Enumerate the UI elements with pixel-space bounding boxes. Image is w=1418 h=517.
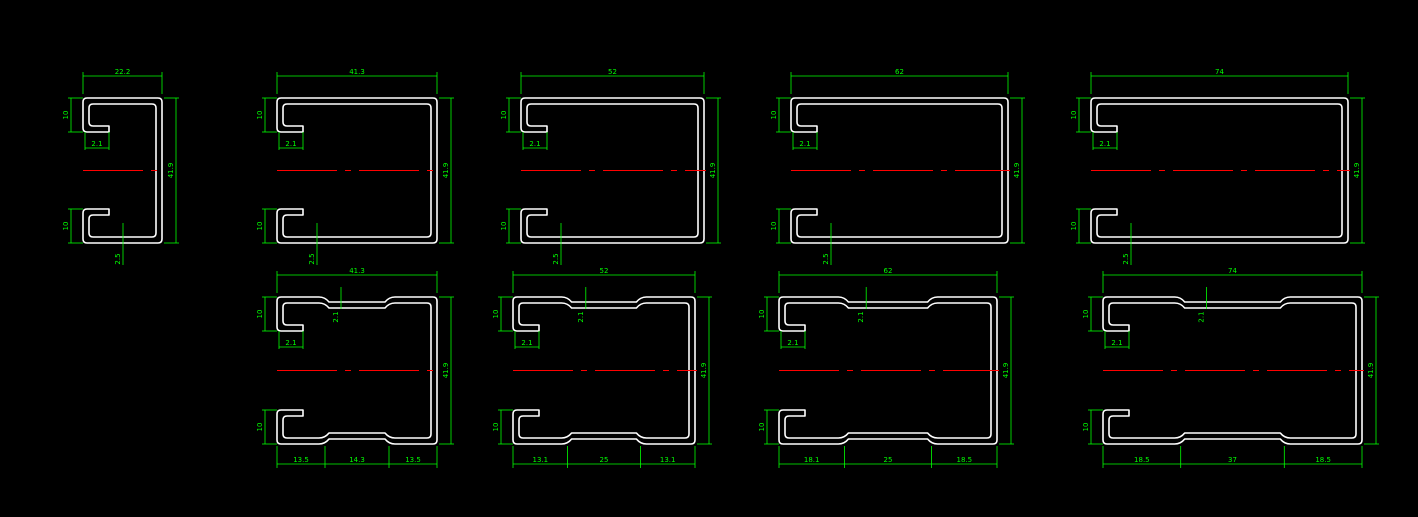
dim-lip-top-text: 10 xyxy=(1082,310,1090,319)
dim-height-text: 41.9 xyxy=(167,163,175,179)
dim-thickness-text: 2.5 xyxy=(552,253,560,264)
dim-seg-left-text: 18.5 xyxy=(1134,456,1150,464)
dim-return-text: 2.1 xyxy=(1099,140,1110,148)
profile-p6: 41.3 41.9 10 10 2.1 2.1 13.5 14.3 13.5 xyxy=(256,267,454,468)
channel-profile-outline xyxy=(512,296,696,445)
channel-profile-outline xyxy=(1090,97,1349,244)
dim-return-text: 2.1 xyxy=(285,339,296,347)
dim-seg-left-text: 13.5 xyxy=(293,456,309,464)
dim-lip-bot-text: 10 xyxy=(492,423,500,432)
channel-profile-outline xyxy=(276,97,438,244)
channel-profile-outline xyxy=(520,97,705,244)
dim-seg-mid-text: 37 xyxy=(1228,456,1237,464)
dim-height-text: 41.9 xyxy=(442,363,450,379)
dim-return-text: 2.1 xyxy=(1111,339,1122,347)
channel-profile-outline xyxy=(276,296,438,445)
dim-height-text: 41.9 xyxy=(1353,163,1361,179)
dim-height-text: 41.9 xyxy=(1367,363,1375,379)
dim-width-text: 52 xyxy=(600,267,609,275)
dim-lip-top-text: 10 xyxy=(256,310,264,319)
dim-groove-text: 2.1 xyxy=(1198,311,1206,322)
dim-width-text: 74 xyxy=(1228,267,1237,275)
dim-seg-left-text: 18.1 xyxy=(804,456,820,464)
dim-groove-text: 2.1 xyxy=(332,311,340,322)
dim-lip-top-text: 10 xyxy=(500,111,508,120)
dim-seg-mid-text: 25 xyxy=(600,456,609,464)
dim-return-text: 2.1 xyxy=(529,140,540,148)
profile-p9: 74 41.9 10 10 2.1 2.1 18.5 37 18.5 xyxy=(1082,267,1379,468)
dim-seg-right-text: 18.5 xyxy=(957,456,973,464)
dim-seg-right-text: 13.5 xyxy=(405,456,421,464)
dim-seg-mid-text: 14.3 xyxy=(349,456,365,464)
dim-lip-bot-text: 10 xyxy=(500,222,508,231)
dim-seg-right-text: 13.1 xyxy=(660,456,676,464)
dim-height-text: 41.9 xyxy=(1002,363,1010,379)
channel-profile-outline xyxy=(790,97,1009,244)
dim-lip-bot-text: 10 xyxy=(1070,222,1078,231)
profile-p1: 22.2 41.9 10 10 2.1 2.5 xyxy=(62,68,179,265)
dim-return-text: 2.1 xyxy=(787,339,798,347)
dim-height-text: 41.9 xyxy=(700,363,708,379)
dim-groove-text: 2.1 xyxy=(857,311,865,322)
dim-seg-left-text: 13.1 xyxy=(533,456,549,464)
profile-p8: 62 41.9 10 10 2.1 2.1 18.1 25 18.5 xyxy=(758,267,1014,468)
dim-groove-text: 2.1 xyxy=(577,311,585,322)
profile-p5: 74 41.9 10 10 2.1 2.5 xyxy=(1070,68,1365,265)
dim-lip-bot-text: 10 xyxy=(256,222,264,231)
dim-height-text: 41.9 xyxy=(709,163,717,179)
dim-width-text: 41.3 xyxy=(349,68,365,76)
dim-lip-top-text: 10 xyxy=(770,111,778,120)
dim-seg-mid-text: 25 xyxy=(884,456,893,464)
dim-thickness-text: 2.5 xyxy=(308,253,316,264)
dim-lip-top-text: 10 xyxy=(492,310,500,319)
dim-return-text: 2.1 xyxy=(521,339,532,347)
dim-lip-bot-text: 10 xyxy=(1082,423,1090,432)
channel-profile-outline xyxy=(1102,296,1363,445)
dim-return-text: 2.1 xyxy=(285,140,296,148)
dim-lip-top-text: 10 xyxy=(1070,111,1078,120)
dim-width-text: 74 xyxy=(1215,68,1224,76)
dim-return-text: 2.1 xyxy=(91,140,102,148)
dim-lip-top-text: 10 xyxy=(62,111,70,120)
channel-profile-outline xyxy=(778,296,998,445)
dim-lip-bot-text: 10 xyxy=(758,423,766,432)
dim-seg-right-text: 18.5 xyxy=(1315,456,1331,464)
dim-thickness-text: 2.5 xyxy=(114,253,122,264)
dim-height-text: 41.9 xyxy=(1013,163,1021,179)
dim-return-text: 2.1 xyxy=(799,140,810,148)
dim-width-text: 52 xyxy=(608,68,617,76)
profile-p2: 41.3 41.9 10 10 2.1 2.5 xyxy=(256,68,454,265)
dim-thickness-text: 2.5 xyxy=(1122,253,1130,264)
dim-width-text: 62 xyxy=(884,267,893,275)
dim-height-text: 41.9 xyxy=(442,163,450,179)
dim-width-text: 41.3 xyxy=(349,267,365,275)
dim-thickness-text: 2.5 xyxy=(822,253,830,264)
dim-lip-bot-text: 10 xyxy=(62,222,70,231)
dim-lip-top-text: 10 xyxy=(256,111,264,120)
channel-profile-outline xyxy=(82,97,163,244)
dim-lip-bot-text: 10 xyxy=(770,222,778,231)
profile-p3: 52 41.9 10 10 2.1 2.5 xyxy=(500,68,721,265)
dim-lip-bot-text: 10 xyxy=(256,423,264,432)
profile-p7: 52 41.9 10 10 2.1 2.1 13.1 25 13.1 xyxy=(492,267,712,468)
dim-width-text: 22.2 xyxy=(115,68,131,76)
dim-width-text: 62 xyxy=(895,68,904,76)
profile-p4: 62 41.9 10 10 2.1 2.5 xyxy=(770,68,1025,265)
dim-lip-top-text: 10 xyxy=(758,310,766,319)
